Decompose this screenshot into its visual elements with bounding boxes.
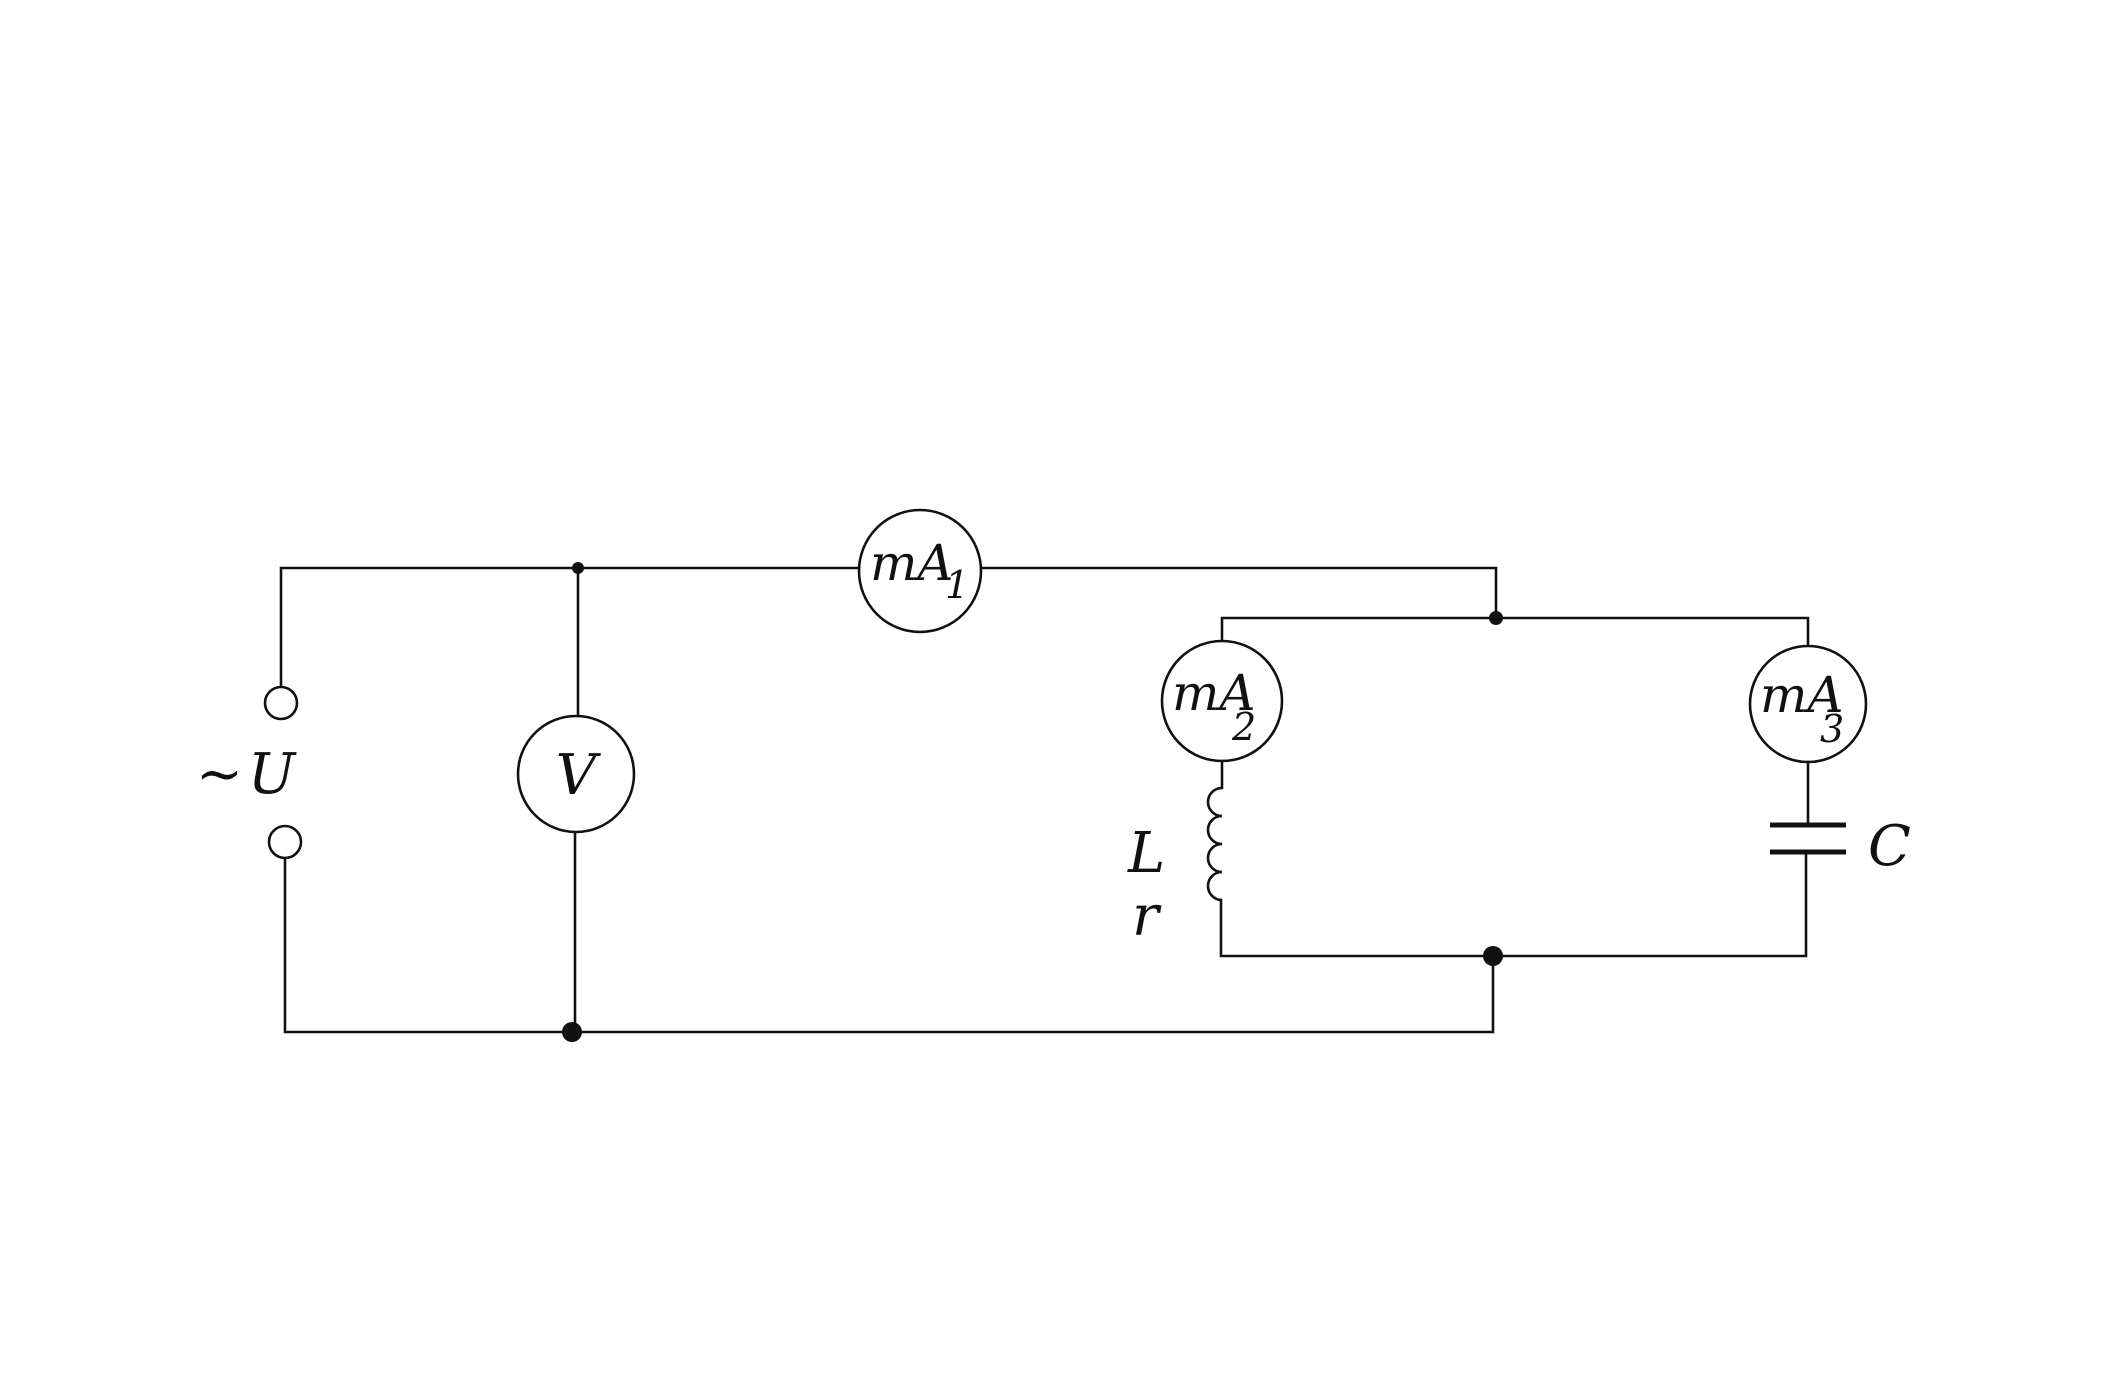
inductor-branch: mA 2 L r bbox=[1127, 639, 1284, 949]
ammeter-3-subscript: 3 bbox=[1820, 707, 1844, 751]
ammeter-1 bbox=[857, 508, 983, 634]
wire-parallel-top bbox=[1220, 616, 1810, 660]
ac-symbol: ~ bbox=[196, 742, 243, 807]
voltmeter bbox=[516, 714, 636, 834]
junction-parallel-top bbox=[1489, 611, 1503, 625]
ammeter-2-label: mA bbox=[1172, 664, 1256, 722]
ammeter-3-label: mA bbox=[1760, 666, 1844, 724]
junction-parallel-bottom bbox=[1483, 946, 1503, 966]
ammeter-2-subscript: 2 bbox=[1231, 705, 1256, 749]
source-terminal-bottom bbox=[267, 824, 303, 860]
capacitor-label: C bbox=[1868, 814, 1911, 879]
parallel-block bbox=[1219, 611, 1810, 966]
inductor-label-r: r bbox=[1132, 884, 1162, 949]
wire-source-top bbox=[279, 566, 580, 705]
source-branch: ~ U bbox=[196, 566, 580, 1034]
source-label: U bbox=[248, 742, 297, 807]
inductor-label-L: L bbox=[1127, 821, 1165, 886]
wire-from-ammeter-1 bbox=[980, 566, 1498, 620]
main-line: mA 1 bbox=[570, 508, 1498, 1034]
voltmeter-label: V bbox=[556, 743, 602, 808]
source-terminal-top bbox=[263, 685, 299, 721]
wire-source-bottom bbox=[283, 856, 573, 1034]
wire-bottom-return bbox=[570, 954, 1495, 1034]
ammeter-1-subscript: 1 bbox=[945, 563, 969, 607]
wire-parallel-bottom bbox=[1219, 850, 1808, 958]
ammeter-1-label: mA bbox=[870, 534, 954, 592]
inductor-coil bbox=[1206, 786, 1223, 902]
voltmeter-branch: V bbox=[516, 562, 636, 1042]
capacitor-branch: mA 3 C bbox=[1748, 644, 1911, 879]
